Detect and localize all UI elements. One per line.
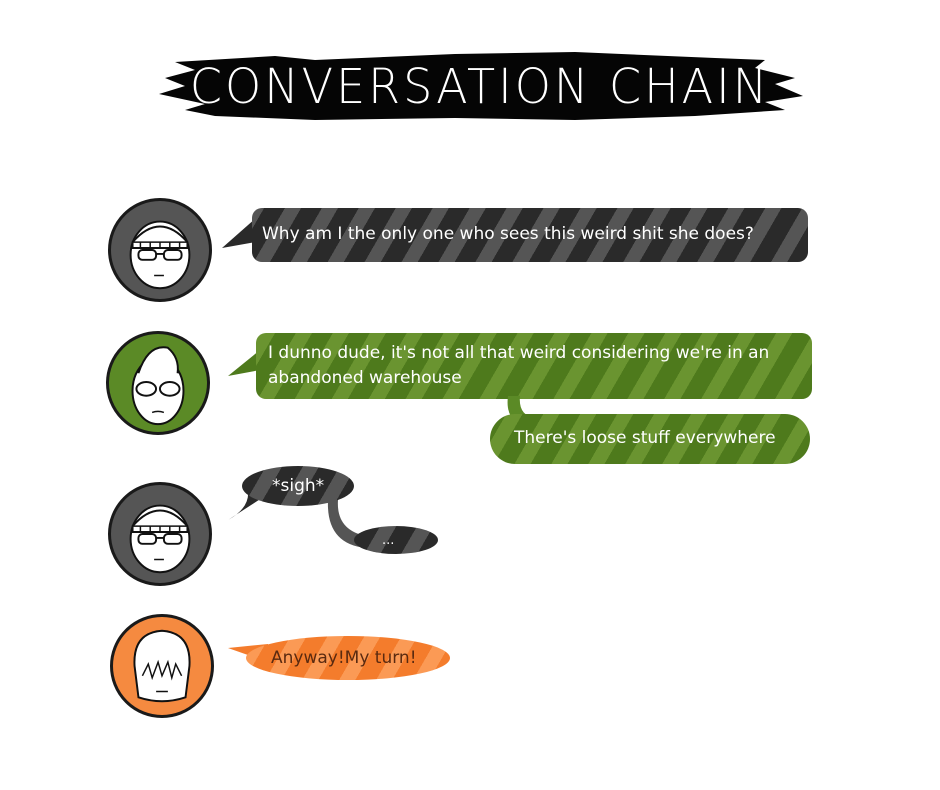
brush-stroke-background [159,52,803,120]
speech-tail [222,218,256,248]
followup-bubble-2: There's loose stuff everywhere [490,414,810,464]
message-bubble-2: I dunno dude, it's not all that weird co… [256,333,812,399]
beanie-glasses-face-icon [129,504,191,574]
beanie-glasses-face-icon [129,220,191,290]
avatar-beanie-character [108,482,212,586]
message-bubble-4: Anyway!My turn! [246,636,450,680]
message-bubble-1: Why am I the only one who sees this weir… [252,208,808,262]
avatar-orange-character [110,614,214,718]
followup-text: There's loose stuff everywhere [514,428,776,448]
avatar-beanie-character [108,198,212,302]
followup-bubble-3: ... [354,526,438,554]
followup-text: ... [382,533,395,548]
orange-character-face-icon [133,629,191,703]
avatar-green-character [106,331,210,435]
page-title: CONVERSATION CHAIN [189,57,771,114]
speech-tail [228,350,260,376]
title-banner: CONVERSATION CHAIN [155,48,805,123]
message-text: *sigh* [272,476,325,496]
green-character-face-icon [131,346,185,426]
message-text: I dunno dude, it's not all that weird co… [268,343,770,388]
message-text: Why am I the only one who sees this weir… [262,224,754,244]
message-bubble-3: *sigh* [242,466,354,506]
message-text: Anyway!My turn! [271,648,417,668]
